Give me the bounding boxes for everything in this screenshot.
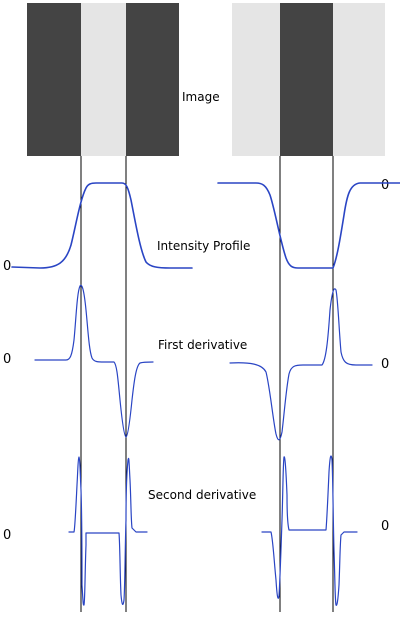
right-image-light-band-right bbox=[333, 3, 385, 156]
right-image-dark-band bbox=[280, 3, 333, 156]
left-image-dark-band-right bbox=[126, 3, 179, 156]
zero-label-second-right: 0 bbox=[381, 519, 389, 534]
intensity-profile-curve-right bbox=[217, 182, 400, 269]
zero-label-first-left: 0 bbox=[3, 352, 11, 367]
image-label: Image bbox=[182, 90, 220, 104]
second-derivative-curve-right bbox=[261, 455, 358, 606]
second-derivative-label: Second derivative bbox=[148, 488, 256, 502]
intensity-profile-curve-left bbox=[11, 182, 193, 269]
zero-label-intensity-right: 0 bbox=[381, 178, 389, 193]
left-image-light-band bbox=[81, 3, 126, 156]
zero-label-first-right: 0 bbox=[381, 357, 389, 372]
zero-label-second-left: 0 bbox=[3, 528, 11, 543]
second-derivative-curve-left bbox=[68, 456, 148, 606]
first-derivative-curve-left bbox=[34, 284, 154, 438]
left-image-dark-band-left bbox=[27, 3, 81, 156]
left-image bbox=[27, 3, 179, 156]
right-image bbox=[232, 3, 385, 156]
intensity-profile-label: Intensity Profile bbox=[157, 239, 250, 253]
zero-label-intensity-left: 0 bbox=[3, 259, 11, 274]
first-derivative-curve-right bbox=[229, 288, 373, 441]
first-derivative-label: First derivative bbox=[158, 338, 247, 352]
right-image-light-band-left bbox=[232, 3, 280, 156]
